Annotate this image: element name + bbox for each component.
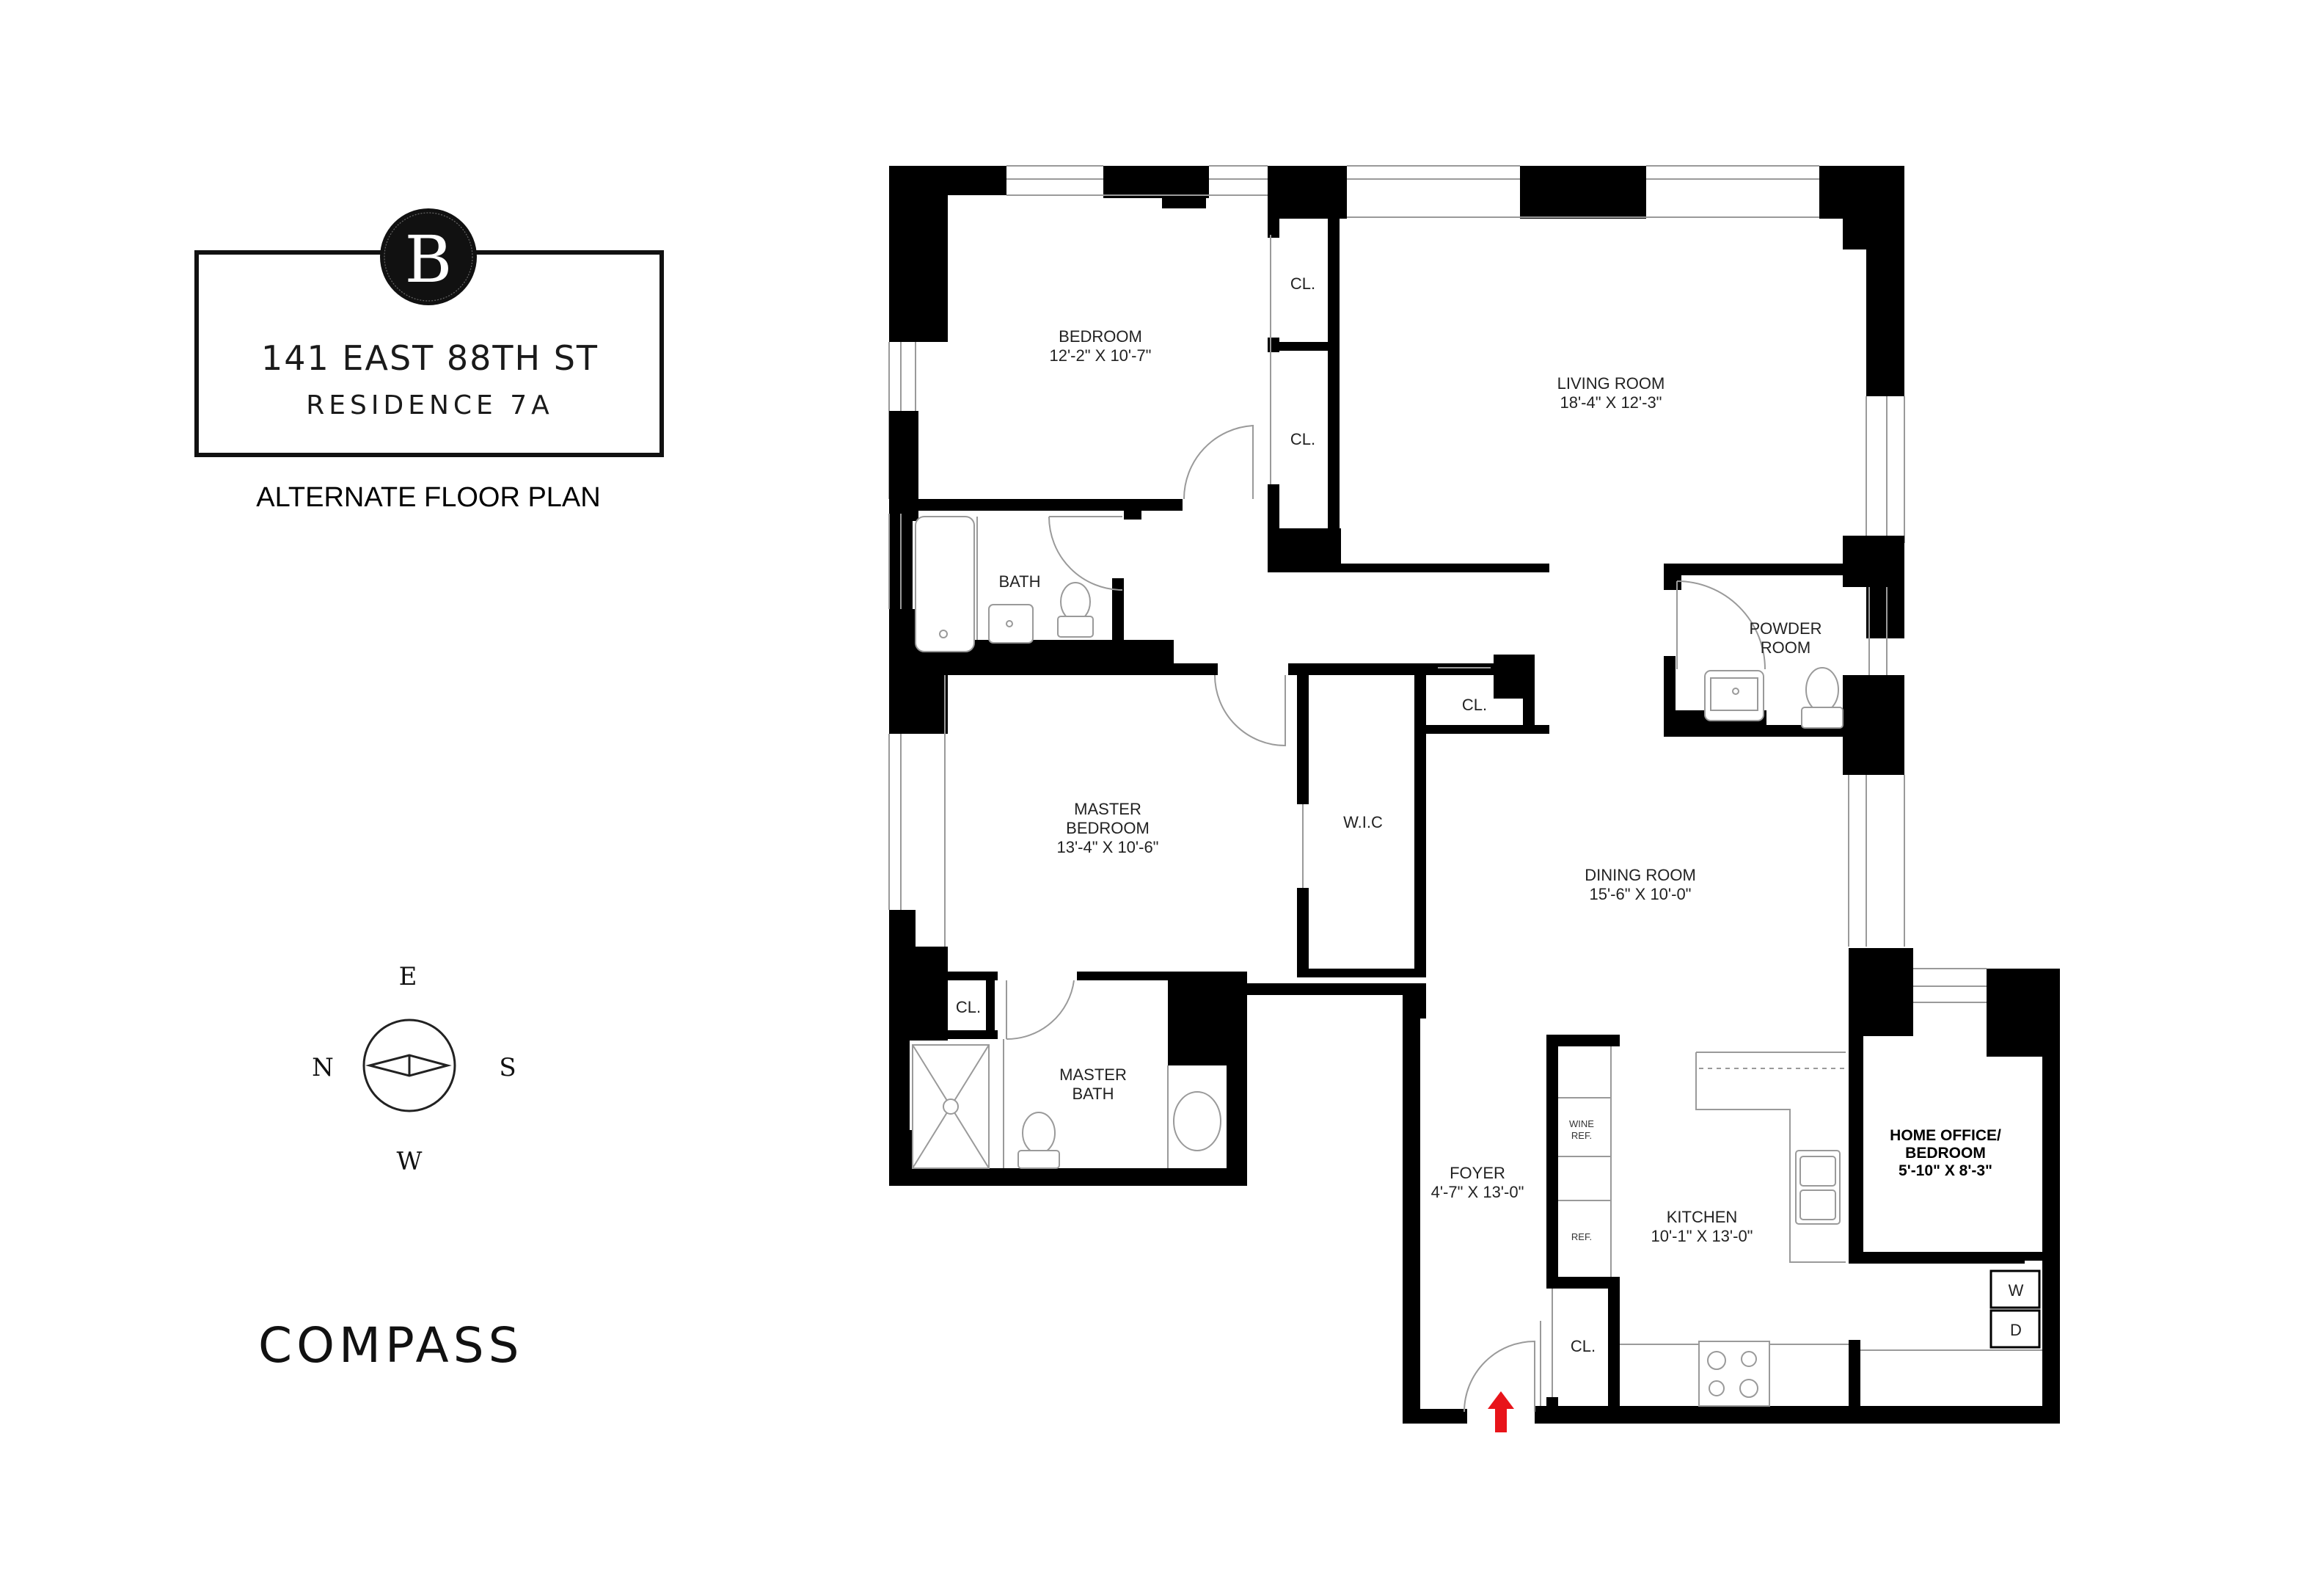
- svg-text:FOYER: FOYER: [1450, 1164, 1505, 1182]
- property-title-block: B 141 EAST 88TH ST RESIDENCE 7A ALTERNAT…: [194, 208, 664, 513]
- wine-fridge-label: WINE: [1569, 1118, 1594, 1129]
- closet-label: CL.: [1571, 1337, 1596, 1355]
- brand-name: COMPASS: [258, 1317, 524, 1374]
- compass-west-label: W: [397, 1147, 423, 1176]
- room-living-room: LIVING ROOM 18'-4" X 12'-3": [1557, 374, 1665, 412]
- svg-text:REF.: REF.: [1571, 1130, 1592, 1141]
- room-name: LIVING ROOM: [1557, 374, 1665, 393]
- room-home-office: HOME OFFICE/ BEDROOM 5'-10" X 8'-3": [1890, 1127, 2001, 1179]
- svg-text:BEDROOM: BEDROOM: [1905, 1145, 1986, 1162]
- compass-east-label: E: [399, 962, 417, 991]
- logo-letter: B: [405, 222, 453, 297]
- dryer-label: D: [2010, 1321, 2022, 1339]
- svg-text:KITCHEN: KITCHEN: [1667, 1208, 1738, 1226]
- room-wic: W.I.C: [1343, 813, 1383, 831]
- room-dimensions: 15'-6" X 10'-0": [1590, 885, 1692, 903]
- room-dimensions: 13'-4" X 10'-6": [1057, 838, 1159, 856]
- room-dimensions: 18'-4" X 12'-3": [1560, 393, 1662, 412]
- svg-text:MASTER: MASTER: [1059, 1065, 1127, 1084]
- room-bedroom: BEDROOM 12'-2" X 10'-7": [1050, 327, 1152, 365]
- room-name: BEDROOM: [1059, 327, 1142, 346]
- room-dimensions: 5'-10" X 8'-3": [1899, 1162, 1992, 1179]
- svg-text:POWDER: POWDER: [1750, 619, 1822, 638]
- room-dimensions: 10'-1" X 13'-0": [1651, 1227, 1753, 1245]
- compass-rose-icon: E N S W: [312, 962, 516, 1176]
- room-dining-room: DINING ROOM 15'-6" X 10'-0": [1585, 866, 1696, 903]
- closet-label: CL.: [1462, 696, 1487, 714]
- closet-label: CL.: [1290, 430, 1315, 448]
- svg-text:BEDROOM: BEDROOM: [1066, 819, 1150, 837]
- compass-south-label: S: [499, 1053, 516, 1082]
- room-dimensions: 4'-7" X 13'-0": [1431, 1183, 1524, 1201]
- plan-type-label: ALTERNATE FLOOR PLAN: [256, 482, 600, 513]
- logo-badge: [380, 208, 477, 305]
- compass-north-label: N: [312, 1053, 334, 1082]
- room-labels: BEDROOM 12'-2" X 10'-7" LIVING ROOM 18'-…: [956, 274, 2024, 1355]
- refrigerator-label: REF.: [1571, 1231, 1592, 1242]
- room-kitchen: KITCHEN 10'-1" X 13'-0": [1651, 1208, 1753, 1245]
- svg-text:HOME OFFICE/: HOME OFFICE/: [1890, 1127, 2001, 1144]
- dryer: [1989, 1309, 2041, 1349]
- walls: [888, 165, 2060, 1424]
- svg-text:DINING ROOM: DINING ROOM: [1585, 866, 1696, 884]
- room-master-bedroom: MASTER BEDROOM 13'-4" X 10'-6": [1057, 800, 1159, 856]
- washer-label: W: [2009, 1281, 2024, 1300]
- room-master-bath: MASTER BATH: [1059, 1065, 1127, 1103]
- closet-label: CL.: [956, 998, 981, 1016]
- entry-arrow-icon: [1488, 1391, 1514, 1432]
- svg-text:ROOM: ROOM: [1761, 638, 1810, 657]
- residence-number: RESIDENCE 7A: [306, 390, 553, 420]
- room-foyer: FOYER 4'-7" X 13'-0": [1431, 1164, 1524, 1201]
- svg-text:MASTER: MASTER: [1074, 800, 1141, 818]
- closet-label: CL.: [1290, 274, 1315, 293]
- compass-brand-logo: COMPASS: [258, 1317, 524, 1374]
- washer: [1989, 1269, 2041, 1309]
- room-dimensions: 12'-2" X 10'-7": [1050, 346, 1152, 365]
- doors: [1006, 424, 1766, 1413]
- room-bath: BATH: [998, 572, 1040, 591]
- room-powder-room: POWDER ROOM: [1750, 619, 1822, 657]
- svg-text:BATH: BATH: [1072, 1085, 1114, 1103]
- property-address: 141 EAST 88TH ST: [261, 338, 599, 378]
